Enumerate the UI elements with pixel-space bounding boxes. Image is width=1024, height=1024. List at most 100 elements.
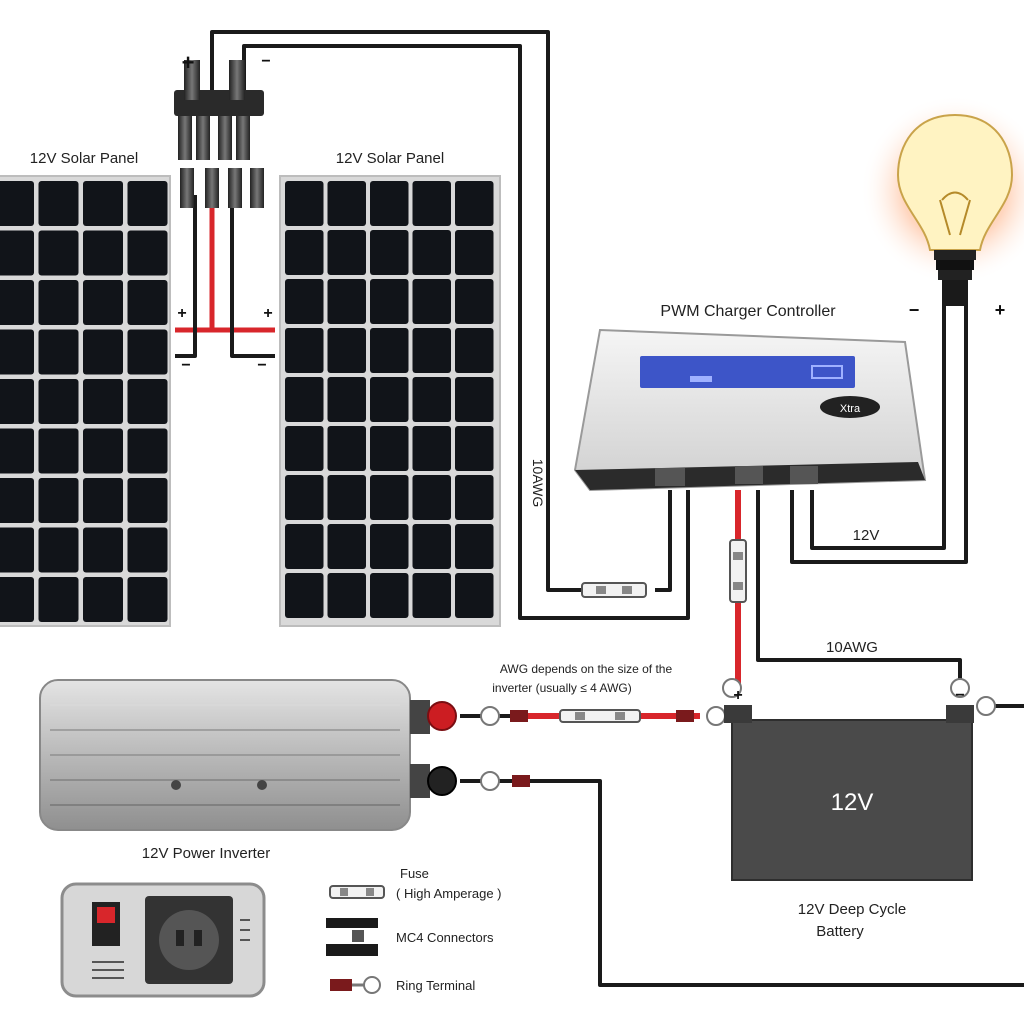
solar-cell <box>370 573 409 618</box>
solar-cell <box>370 230 409 275</box>
solar-cell <box>38 280 79 325</box>
solar-cell <box>0 527 34 573</box>
solar-cell <box>455 230 494 275</box>
plus-sign-top: + <box>182 50 195 75</box>
solar-cell <box>127 280 168 325</box>
solar-cell <box>412 230 451 275</box>
solar-cell <box>83 230 123 276</box>
solar-cell <box>83 428 123 474</box>
inverter-label: 12V Power Inverter <box>142 845 270 862</box>
solar-cell <box>83 329 123 375</box>
solar-cell <box>455 279 494 324</box>
solar-cell <box>127 527 168 573</box>
solar-cell <box>327 181 366 226</box>
solar-cell <box>0 379 34 424</box>
minus-sign-top: − <box>261 53 270 70</box>
controller-label: PWM Charger Controller <box>660 303 836 320</box>
battery-voltage-label: 12V <box>831 789 874 816</box>
solar-cell <box>455 475 494 520</box>
deep-cycle-battery: 12V <box>724 705 974 881</box>
solar-cell <box>327 230 366 275</box>
solar-cell <box>0 428 34 474</box>
solar-cell <box>127 478 168 523</box>
solar-cell <box>38 230 79 276</box>
solar-cell <box>127 230 168 276</box>
solar-cell <box>285 328 324 373</box>
solar-cell <box>370 524 409 569</box>
solar-cell <box>127 428 168 474</box>
solar-cell <box>327 377 366 422</box>
solar-cell <box>370 181 409 226</box>
solar-cell <box>285 475 324 520</box>
solar-cell <box>285 377 324 422</box>
minus-sign-right: − <box>257 357 266 374</box>
battery-label-line1: 12V Deep Cycle <box>798 901 906 918</box>
solar-cell <box>327 475 366 520</box>
solar-panel-left-label: 12V Solar Panel <box>30 150 138 167</box>
solar-cell <box>285 181 324 226</box>
solar-cell <box>285 426 324 471</box>
solar-cell <box>38 181 79 226</box>
solar-cell <box>370 279 409 324</box>
solar-cell <box>127 329 168 375</box>
solar-cell <box>38 428 79 474</box>
plus-sign-right: + <box>263 305 272 322</box>
solar-cell <box>327 573 366 618</box>
minus-sign-left: − <box>181 357 190 374</box>
light-bulb-icon <box>860 95 1024 306</box>
fuse-icon <box>581 582 647 598</box>
solar-cell <box>0 329 34 375</box>
legend-ring-terminal-icon <box>330 976 381 994</box>
inverter-note-line1: AWG depends on the size of the <box>500 662 673 676</box>
solar-cell <box>0 478 34 523</box>
solar-cell <box>83 478 123 523</box>
solar-cell <box>285 573 324 618</box>
solar-cell <box>127 577 168 622</box>
fuse-icon <box>729 539 747 603</box>
controller-brand: Xtra <box>840 403 861 415</box>
battery-minus-sign: − <box>955 687 964 704</box>
solar-cell <box>327 328 366 373</box>
solar-cell <box>38 527 79 573</box>
solar-cell <box>38 577 79 622</box>
legend-fuse-sublabel: ( High Amperage ) <box>396 886 502 901</box>
lamp-plus-sign: + <box>995 300 1006 320</box>
inverter-front-panel <box>60 882 266 998</box>
solar-cell <box>38 478 79 523</box>
solar-cell <box>0 230 34 276</box>
solar-cell <box>370 377 409 422</box>
ring-terminal-icon <box>480 678 996 791</box>
solar-cell <box>412 279 451 324</box>
inline-fuse-inverter <box>510 709 694 787</box>
solar-cell <box>83 280 123 325</box>
solar-cell <box>285 230 324 275</box>
solar-panel-right-label: 12V Solar Panel <box>336 150 444 167</box>
battery-plus-sign: + <box>733 687 742 704</box>
legend-ring-terminal-label: Ring Terminal <box>396 978 475 993</box>
solar-cell <box>412 475 451 520</box>
mc4-connector-icon <box>174 60 264 208</box>
solar-cell <box>285 524 324 569</box>
solar-cell <box>370 328 409 373</box>
load-voltage-label: 12V <box>853 527 880 544</box>
solar-cell <box>0 280 34 325</box>
lamp-minus-sign: − <box>909 300 920 320</box>
legend: Fuse ( High Amperage ) MC4 Connectors Ri… <box>326 866 502 994</box>
solar-cell <box>455 573 494 618</box>
solar-cell <box>0 577 34 622</box>
solar-cell <box>83 527 123 573</box>
power-inverter <box>39 679 457 831</box>
legend-fuse-label: Fuse <box>400 866 429 881</box>
legend-fuse-icon <box>329 885 385 899</box>
solar-cell <box>455 328 494 373</box>
legend-mc4-connector-icon <box>326 918 378 956</box>
solar-cell <box>127 181 168 226</box>
plus-sign-left: + <box>177 305 186 322</box>
wire-gauge-vertical-label: 10AWG <box>530 459 546 508</box>
solar-cell <box>412 328 451 373</box>
solar-cell <box>127 379 168 424</box>
solar-cell <box>327 426 366 471</box>
inverter-note-line2: inverter (usually ≤ 4 AWG) <box>492 681 632 695</box>
solar-cell <box>455 377 494 422</box>
